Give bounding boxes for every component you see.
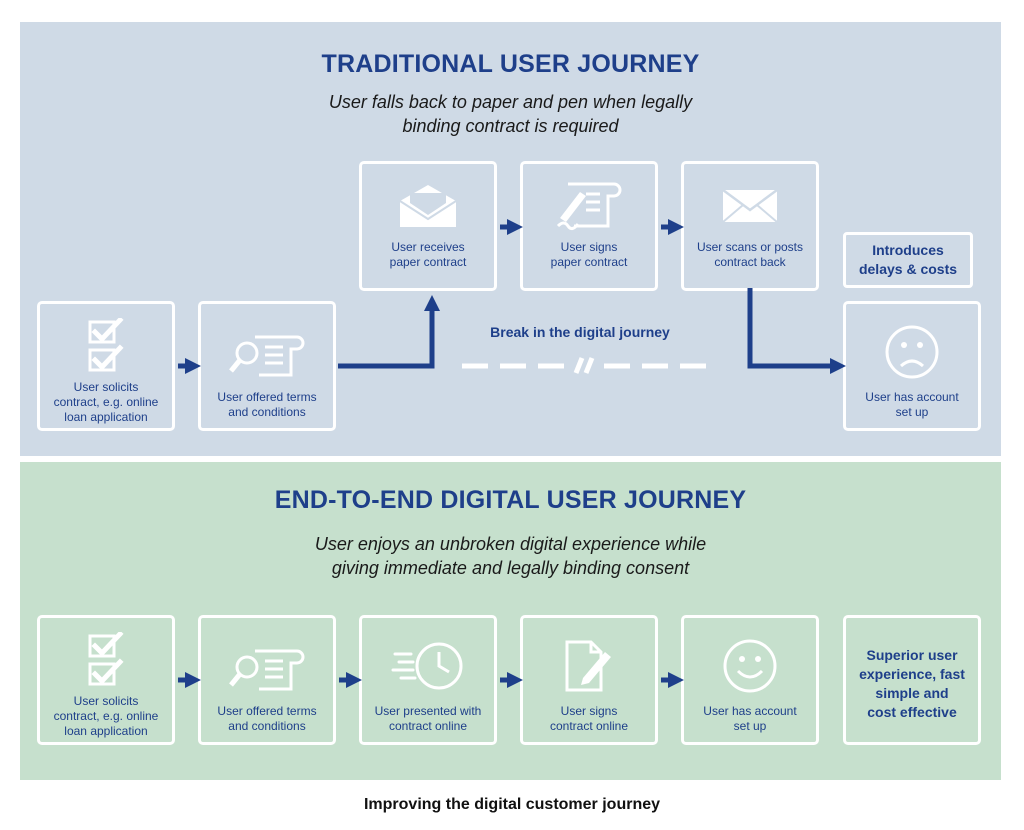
trad-step-solicit: User solicits contract, e.g. online loan…	[37, 301, 175, 431]
break-dashed-line	[462, 357, 706, 374]
open-envelope-icon	[362, 176, 494, 236]
digital-step-presented: User presented with contract online	[359, 615, 497, 745]
traditional-title: TRADITIONAL USER JOURNEY	[321, 50, 700, 78]
checklist-icon	[40, 316, 172, 376]
trad-step-receive: User receives paper contract	[359, 161, 497, 291]
delays-costs-note: Introduces delays & costs	[843, 232, 973, 288]
signing-scroll-icon	[523, 176, 655, 236]
step-label: User offered terms and conditions	[217, 704, 317, 733]
digital-step-account: User has account set up	[681, 615, 819, 745]
arrow-up-connector	[338, 294, 441, 369]
step-label: User solicits contract, e.g. online loan…	[53, 380, 159, 424]
digital-journey-panel: END-TO-END DIGITAL USER JOURNEY User enj…	[20, 462, 1001, 780]
digital-outcome-box: Superior user experience, fast simple an…	[843, 615, 981, 745]
break-label: Break in the digital journey	[490, 324, 670, 340]
trad-step-sign-paper: User signs paper contract	[520, 161, 658, 291]
arrow-down-connector	[747, 288, 847, 375]
step-label: User signs contract online	[549, 704, 629, 733]
outcome-text: Superior user experience, fast simple an…	[859, 647, 965, 720]
traditional-subtitle: User falls back to paper and pen when le…	[328, 92, 693, 136]
step-label: User receives paper contract	[389, 240, 467, 269]
figure-caption: Improving the digital customer journey	[363, 796, 661, 813]
happy-face-icon	[684, 636, 816, 696]
fast-clock-icon	[362, 636, 494, 696]
step-label: User has account set up	[865, 390, 959, 419]
step-label: User offered terms and conditions	[217, 390, 317, 419]
step-label: User scans or posts contract back	[696, 240, 804, 269]
terms-scroll-icon	[201, 640, 333, 700]
terms-scroll-icon	[201, 326, 333, 386]
step-label: User signs paper contract	[550, 240, 628, 269]
traditional-journey-panel: TRADITIONAL USER JOURNEY User falls back…	[20, 22, 1001, 456]
sign-document-icon	[523, 636, 655, 696]
step-label: User presented with contract online	[374, 704, 482, 733]
digital-title: END-TO-END DIGITAL USER JOURNEY	[274, 486, 747, 514]
step-label: User solicits contract, e.g. online loan…	[53, 694, 159, 738]
envelope-icon	[684, 176, 816, 236]
step-label: User has account set up	[703, 704, 797, 733]
digital-step-solicit: User solicits contract, e.g. online loan…	[37, 615, 175, 745]
checklist-icon	[40, 630, 172, 690]
digital-subtitle: User enjoys an unbroken digital experien…	[314, 534, 707, 578]
sad-face-icon	[846, 322, 978, 382]
